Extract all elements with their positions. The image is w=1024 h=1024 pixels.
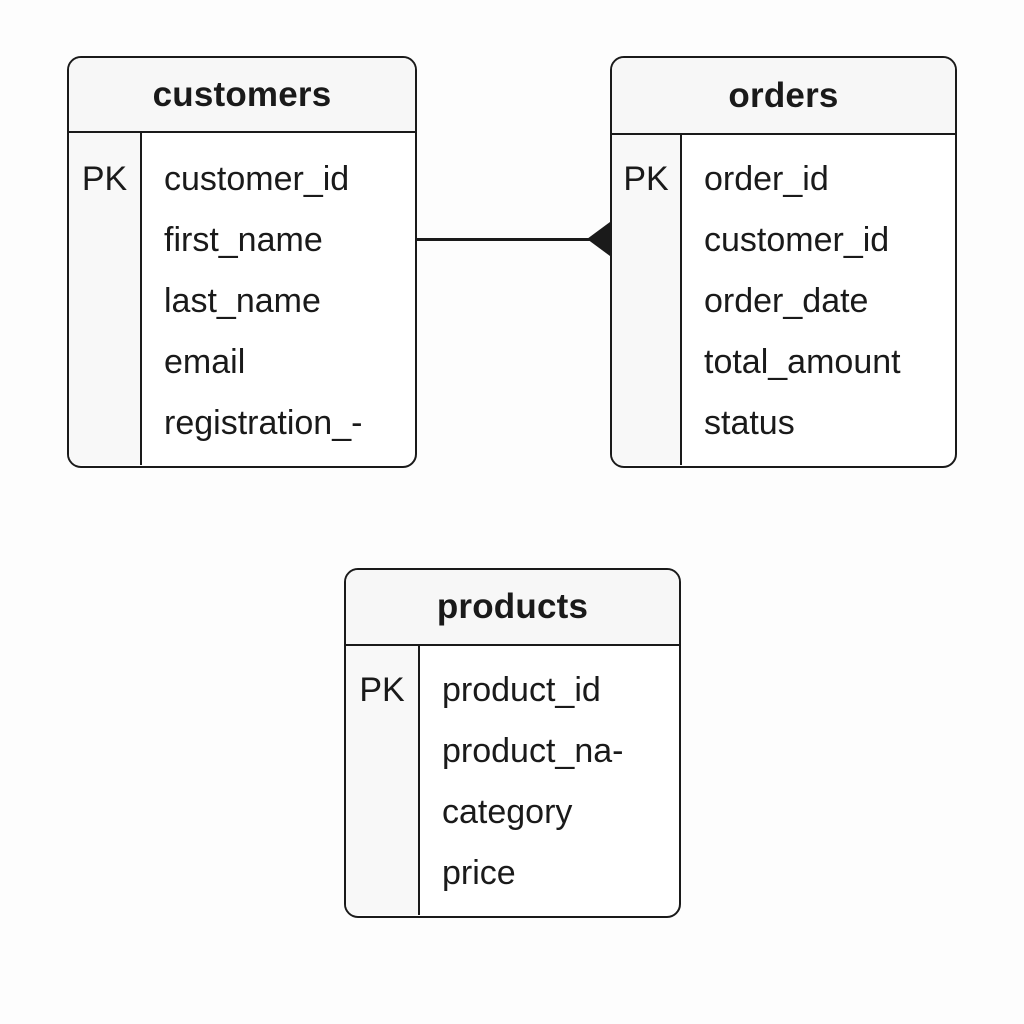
column-row-price: price (442, 854, 516, 892)
pk-column: PK (612, 135, 682, 465)
pk-badge: PK (81, 160, 128, 198)
column-row-first-name: first_name (164, 221, 323, 259)
column-row-category: category (442, 793, 573, 831)
fields-column: customer_id first_name last_name email r… (142, 133, 415, 465)
column-row-product-name: product_na- (442, 732, 624, 770)
table-orders[interactable]: orders PK order_id customer_id order_dat… (610, 56, 957, 468)
table-products[interactable]: products PK product_id product_na- categ… (344, 568, 681, 918)
pk-column: PK (69, 133, 142, 465)
relationship-triangle-marker-icon (587, 222, 610, 256)
pk-badge: PK (359, 671, 405, 709)
relationship-line-customers-orders (415, 238, 611, 241)
column-row-order-date: order_date (704, 282, 869, 320)
pk-badge: PK (623, 160, 669, 198)
table-customers-title: customers (69, 58, 415, 133)
table-products-title: products (346, 570, 679, 646)
column-row-email: email (164, 343, 246, 381)
table-customers[interactable]: customers PK customer_id first_name last… (67, 56, 417, 468)
table-orders-title: orders (612, 58, 955, 135)
column-row-customer-id: customer_id (704, 221, 890, 259)
column-row-status: status (704, 404, 795, 442)
column-row-customer-id: customer_id (164, 160, 350, 198)
column-row-product-id: product_id (442, 671, 601, 709)
fields-column: product_id product_na- category price (420, 646, 679, 915)
column-row-last-name: last_name (164, 282, 321, 320)
column-row-order-id: order_id (704, 160, 829, 198)
pk-column: PK (346, 646, 420, 915)
fields-column: order_id customer_id order_date total_am… (682, 135, 955, 465)
column-row-total-amount: total_amount (704, 343, 901, 381)
column-row-registration: registration_- (164, 404, 363, 442)
